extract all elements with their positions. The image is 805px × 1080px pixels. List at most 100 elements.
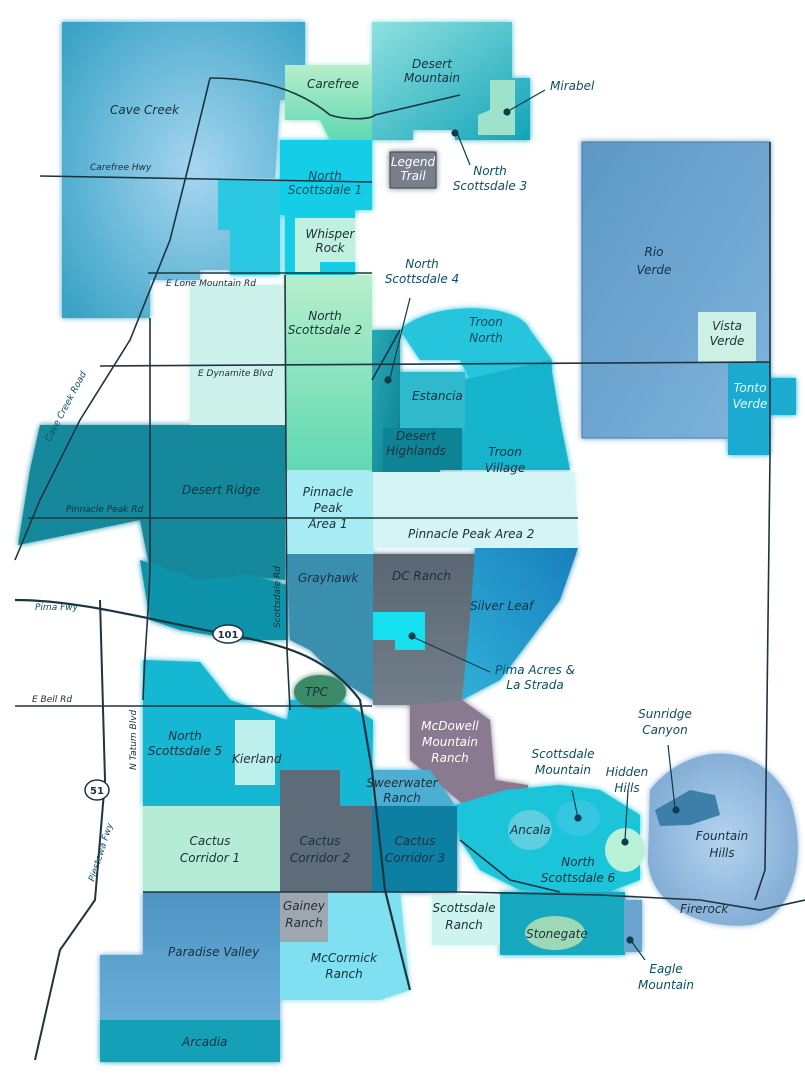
- region-stonegate[interactable]: [525, 916, 585, 950]
- road-label-scottsdale-rd: Scottsdale Rd: [273, 566, 283, 628]
- road-shea: [143, 891, 805, 911]
- region-tonto-verde[interactable]: [728, 362, 796, 455]
- road-piestewa: [34, 599, 107, 1061]
- label-desert-ridge: Desert Ridge: [182, 483, 260, 497]
- region-dynamite-west[interactable]: [190, 285, 285, 425]
- region-sweerwater[interactable]: [372, 770, 455, 805]
- region-pinnacle-peak-2[interactable]: [373, 472, 578, 548]
- region-mirabel[interactable]: [478, 80, 515, 135]
- road-tatum: [142, 318, 151, 701]
- region-carefree[interactable]: [285, 65, 372, 140]
- label-ancala: Ancala: [509, 823, 550, 837]
- road-label-pima-fwy: Pima Fwy: [35, 603, 79, 613]
- road-east-rio: [754, 142, 771, 901]
- region-cave-creek-east[interactable]: [218, 180, 280, 275]
- region-sunridge-canyon[interactable]: [655, 790, 720, 826]
- region-kierland[interactable]: [235, 720, 275, 785]
- road-carefree-hwy: [39, 175, 373, 183]
- region-silver-leaf[interactable]: [462, 548, 578, 700]
- region-north-scottsdale-2[interactable]: [285, 275, 372, 470]
- region-grayhawk[interactable]: [287, 554, 373, 700]
- label-tpc: TPC: [305, 685, 329, 699]
- label-silver-leaf: Silver Leaf: [470, 599, 535, 613]
- region-estancia[interactable]: [400, 372, 465, 430]
- region-gainey-ranch[interactable]: [280, 892, 328, 942]
- region-cave-creek[interactable]: [62, 22, 305, 318]
- road-label-lone-mountain: E Lone Mountain Rd: [166, 279, 256, 289]
- region-pinnacle-peak-1[interactable]: [287, 472, 373, 554]
- region-mcdowell[interactable]: [410, 700, 528, 810]
- region-arcadia[interactable]: [100, 1020, 280, 1062]
- region-desert-ridge[interactable]: [18, 425, 285, 585]
- sr-51-shield: 51: [84, 779, 110, 801]
- label-mirabel: Mirabel: [550, 79, 595, 93]
- road-label-bell: E Bell Rd: [32, 695, 72, 705]
- road-label-pinnacle-peak: Pinnacle Peak Rd: [66, 505, 144, 515]
- label-cave-creek: Cave Creek: [110, 103, 180, 117]
- region-hidden-hills[interactable]: [605, 828, 645, 872]
- region-cactus-corridor-1[interactable]: [143, 806, 280, 892]
- label-pinnacle-peak-2: Pinnacle Peak Area 2: [408, 527, 534, 541]
- road-label-dynamite: E Dynamite Blvd: [198, 369, 273, 379]
- loop-101-shield: 101: [212, 624, 244, 644]
- road-east-west-north: [209, 77, 461, 120]
- callouts: [384, 89, 680, 961]
- region-whisper-rock[interactable]: [295, 218, 355, 272]
- region-troon-village[interactable]: [462, 360, 570, 470]
- region-vista-verde[interactable]: [698, 312, 756, 362]
- sr-51-label: 51: [90, 786, 104, 797]
- label-stonegate: Stonegate: [526, 927, 588, 941]
- road-cave-creek-road: [14, 77, 211, 561]
- region-legend-trail[interactable]: [389, 151, 437, 189]
- label-arcadia: Arcadia: [181, 1035, 227, 1049]
- road-nscottsdale-4: [371, 329, 401, 381]
- label-estancia: Estancia: [412, 389, 463, 403]
- region-mccormick-ranch[interactable]: [280, 892, 410, 1000]
- label-paradise-valley: Paradise Valley: [168, 945, 260, 959]
- region-paradise-valley[interactable]: [100, 892, 280, 1020]
- region-tpc[interactable]: [294, 675, 346, 709]
- label-firerock: Firerock: [680, 902, 729, 916]
- region-cactus-corridor-3[interactable]: [372, 806, 457, 892]
- label-carefree: Carefree: [307, 77, 359, 91]
- region-cactus-corridor-2[interactable]: [280, 770, 372, 892]
- region-ancala[interactable]: [508, 810, 552, 850]
- label-kierland: Kierland: [232, 752, 282, 766]
- region-desert-ridge-south[interactable]: [140, 560, 287, 640]
- loop-101-label: 101: [218, 630, 239, 641]
- road-scottsdale: [284, 274, 291, 711]
- label-grayhawk: Grayhawk: [298, 571, 359, 585]
- road-network: [14, 77, 805, 1061]
- region-pima-acres[interactable]: [373, 612, 425, 650]
- region-scottsdale-ranch[interactable]: [432, 895, 500, 945]
- road-dynamite: [99, 361, 771, 367]
